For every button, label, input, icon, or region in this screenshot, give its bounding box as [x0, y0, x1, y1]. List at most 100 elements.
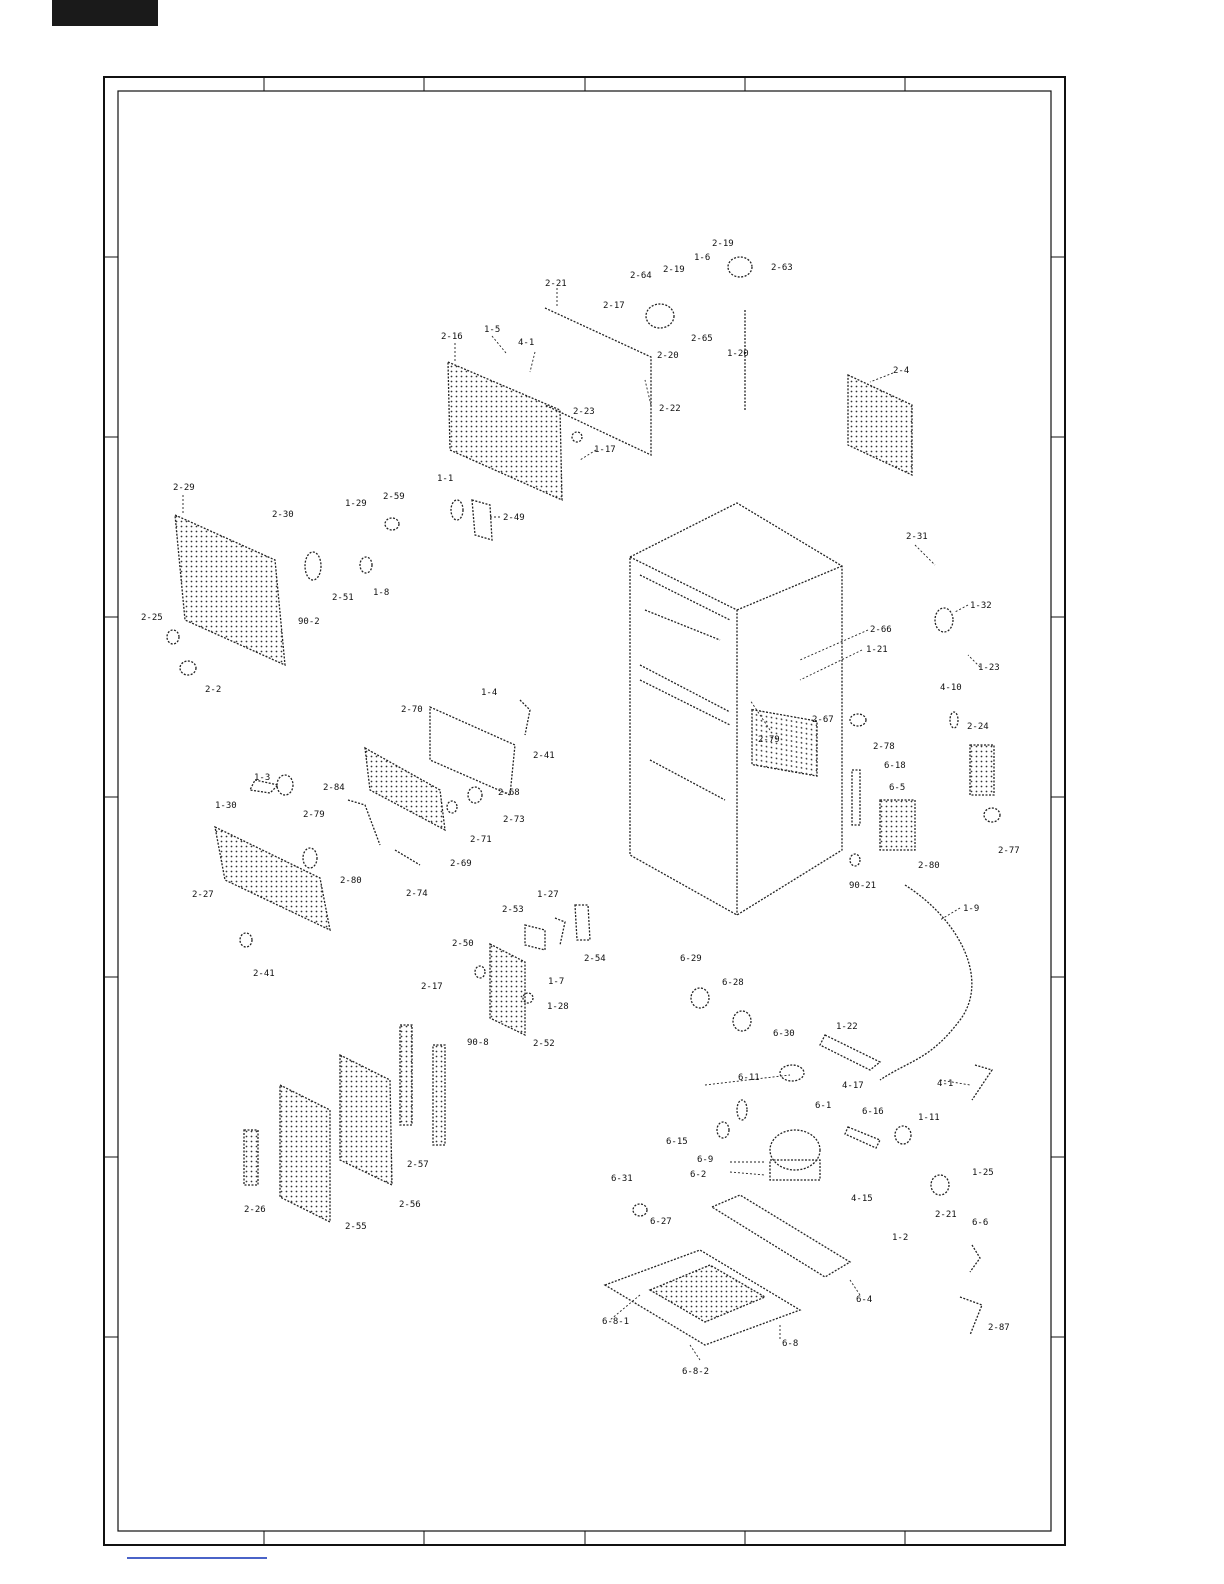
label-2-57: 2-57 — [407, 1160, 429, 1170]
label-6-30: 6-30 — [773, 1029, 795, 1039]
label-2-80a: 2-80 — [918, 861, 940, 871]
freezer-door — [447, 307, 746, 502]
label-2-19b: 2-19 — [663, 265, 685, 275]
label-2-79a: 2-79 — [758, 735, 780, 745]
label-1-21: 1-21 — [866, 645, 888, 655]
label-2-51: 2-51 — [332, 593, 354, 603]
label-2-30: 2-30 — [272, 510, 294, 520]
label-90-21: 90-21 — [849, 881, 876, 891]
part-labels: 2-19 1-6 2-63 2-64 2-19 2-21 2-17 2-65 2… — [141, 239, 1020, 1377]
label-2-66: 2-66 — [870, 625, 892, 635]
label-2-80b: 2-80 — [340, 876, 362, 886]
power-cord — [879, 884, 973, 1081]
label-2-68: 2-68 — [498, 788, 520, 798]
label-1-29: 1-29 — [345, 499, 367, 509]
label-2-71: 2-71 — [470, 835, 492, 845]
label-2-22: 2-22 — [659, 404, 681, 414]
footer-link-underline — [127, 1557, 267, 1559]
label-2-67: 2-67 — [812, 715, 834, 725]
label-2-74: 2-74 — [406, 889, 428, 899]
label-6-5: 6-5 — [889, 783, 905, 793]
label-1-9: 1-9 — [963, 904, 979, 914]
label-2-56: 2-56 — [399, 1200, 421, 1210]
label-1-27: 1-27 — [537, 890, 559, 900]
label-1-3: 1-3 — [254, 773, 270, 783]
label-4-15: 4-15 — [851, 1194, 873, 1204]
refrigerator-door — [174, 513, 286, 667]
page-header-tab — [52, 0, 158, 26]
label-4-1b: 4-1 — [937, 1079, 953, 1089]
machine-base — [603, 1129, 852, 1346]
label-1-11: 1-11 — [918, 1113, 940, 1123]
small-parts — [166, 256, 1001, 1336]
label-2-54: 2-54 — [584, 954, 606, 964]
label-6-8: 6-8 — [782, 1339, 798, 1349]
back-cover-panel — [847, 373, 913, 477]
label-1-2: 1-2 — [892, 1233, 908, 1243]
label-2-17b: 2-17 — [421, 982, 443, 992]
label-4-1a: 4-1 — [518, 338, 534, 348]
label-2-79b: 2-79 — [303, 810, 325, 820]
control-assembly — [214, 705, 516, 932]
label-1-4: 1-4 — [481, 688, 497, 698]
label-6-16: 6-16 — [862, 1107, 884, 1117]
label-2-41b: 2-41 — [253, 969, 275, 979]
label-4-10: 4-10 — [940, 683, 962, 693]
label-2-26: 2-26 — [244, 1205, 266, 1215]
label-2-21: 2-21 — [545, 279, 567, 289]
label-6-8-1: 6-8-1 — [602, 1317, 629, 1327]
label-6-9: 6-9 — [697, 1155, 713, 1165]
label-2-24: 2-24 — [967, 722, 989, 732]
label-6-4: 6-4 — [856, 1295, 872, 1305]
label-1-30: 1-30 — [215, 801, 237, 811]
label-6-15: 6-15 — [666, 1137, 688, 1147]
label-2-84: 2-84 — [323, 783, 345, 793]
label-2-49: 2-49 — [503, 513, 525, 523]
label-2-41a: 2-41 — [533, 751, 555, 761]
label-2-29: 2-29 — [173, 483, 195, 493]
label-2-2: 2-2 — [205, 685, 221, 695]
label-2-21b: 2-21 — [935, 1210, 957, 1220]
label-2-4: 2-4 — [893, 366, 909, 376]
label-6-29: 6-29 — [680, 954, 702, 964]
label-2-53: 2-53 — [502, 905, 524, 915]
label-2-64: 2-64 — [630, 271, 652, 281]
label-6-11: 6-11 — [738, 1073, 760, 1083]
label-6-6: 6-6 — [972, 1218, 988, 1228]
drawing-border — [103, 76, 1066, 1546]
label-1-23: 1-23 — [978, 663, 1000, 673]
label-2-19a: 2-19 — [712, 239, 734, 249]
label-2-55: 2-55 — [345, 1222, 367, 1232]
label-90-2: 90-2 — [298, 617, 320, 627]
label-2-65: 2-65 — [691, 334, 713, 344]
label-2-59: 2-59 — [383, 492, 405, 502]
label-1-25: 1-25 — [972, 1168, 994, 1178]
label-2-87: 2-87 — [988, 1323, 1010, 1333]
label-90-8: 90-8 — [467, 1038, 489, 1048]
label-1-8: 1-8 — [373, 588, 389, 598]
label-4-17: 4-17 — [842, 1081, 864, 1091]
label-1-1: 1-1 — [437, 474, 453, 484]
label-1-7: 1-7 — [548, 977, 564, 987]
label-2-17a: 2-17 — [603, 301, 625, 311]
label-1-17: 1-17 — [594, 445, 616, 455]
label-6-28: 6-28 — [722, 978, 744, 988]
label-6-27: 6-27 — [650, 1217, 672, 1227]
label-2-77: 2-77 — [998, 846, 1020, 856]
label-1-20: 1-20 — [727, 349, 749, 359]
label-6-1: 6-1 — [815, 1101, 831, 1111]
label-2-69: 2-69 — [450, 859, 472, 869]
label-2-16: 2-16 — [441, 332, 463, 342]
label-6-2: 6-2 — [690, 1170, 706, 1180]
label-2-52: 2-52 — [533, 1039, 555, 1049]
label-2-23: 2-23 — [573, 407, 595, 417]
leader-lines — [182, 288, 981, 1361]
label-2-78: 2-78 — [873, 742, 895, 752]
label-2-50: 2-50 — [452, 939, 474, 949]
label-1-32: 1-32 — [970, 601, 992, 611]
label-1-22: 1-22 — [836, 1022, 858, 1032]
label-2-31: 2-31 — [906, 532, 928, 542]
label-2-25: 2-25 — [141, 613, 163, 623]
label-6-18a: 6-18 — [884, 761, 906, 771]
